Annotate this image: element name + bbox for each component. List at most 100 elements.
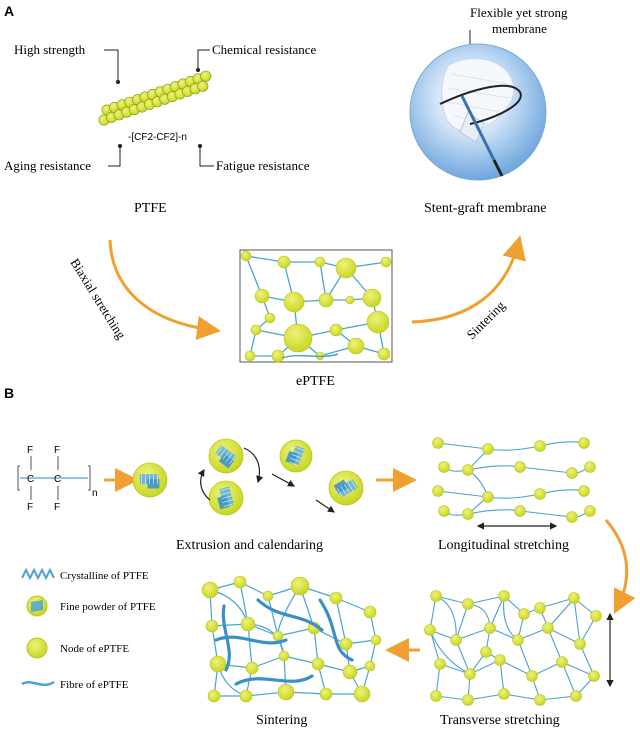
node — [566, 467, 578, 479]
monomer-f: F — [27, 445, 33, 456]
node — [542, 622, 554, 634]
node — [518, 608, 530, 620]
monomer-c: C — [54, 474, 61, 485]
node — [484, 622, 496, 634]
rotation-arrow — [197, 468, 211, 501]
sintered-network — [201, 575, 382, 703]
node — [209, 655, 227, 673]
node — [566, 511, 578, 523]
node — [512, 634, 524, 646]
crystalline-cluster — [217, 486, 235, 510]
node — [534, 602, 546, 614]
legend-crystalline-label: Crystalline of PTFE — [60, 570, 149, 582]
node — [240, 616, 256, 632]
crystalline-stripe — [219, 448, 227, 457]
node — [319, 687, 333, 701]
node — [514, 461, 526, 473]
node — [339, 637, 353, 651]
node — [347, 337, 365, 355]
node — [526, 670, 538, 682]
node — [380, 256, 392, 268]
node — [578, 485, 590, 497]
node — [264, 312, 276, 324]
node — [362, 288, 382, 308]
node — [482, 443, 494, 455]
node — [534, 488, 546, 500]
crystalline-stripe — [292, 454, 302, 459]
legend-crystalline-icon — [21, 567, 55, 581]
node — [363, 605, 377, 619]
leader-dot — [118, 144, 122, 148]
fibre — [281, 353, 339, 359]
leader-fatigue — [199, 146, 214, 167]
node — [329, 323, 343, 337]
crystalline-stripe — [347, 481, 354, 491]
panel-b-letter: B — [4, 385, 14, 401]
crystalline-block — [285, 450, 298, 465]
longitudinal-label: Longitudinal stretching — [438, 538, 569, 553]
node — [278, 650, 290, 662]
crystalline-stripe — [229, 455, 236, 465]
sintering-label-b: Sintering — [256, 713, 307, 728]
fine-powder-particles — [132, 438, 364, 516]
crystalline-stripe — [337, 488, 344, 498]
node — [245, 661, 259, 675]
label-high-strength: High strength — [14, 42, 86, 57]
node — [494, 654, 506, 666]
node — [462, 598, 474, 610]
crystalline-stripe — [293, 450, 303, 455]
node — [283, 291, 305, 313]
legend-node-label: Node of ePTFE — [60, 643, 129, 655]
crystalline-stripe — [225, 453, 233, 462]
biaxial-label: Biaxial stretching — [67, 256, 129, 342]
crystalline-cluster — [285, 445, 305, 466]
node — [290, 576, 310, 596]
node — [464, 668, 476, 680]
fibre — [467, 465, 521, 471]
node — [314, 256, 326, 268]
node — [262, 590, 274, 602]
longitudinal-network — [432, 437, 596, 523]
crystalline-stripe — [350, 479, 357, 489]
legend-node-icon — [26, 637, 48, 659]
node — [244, 350, 256, 362]
crystalline-stripe — [340, 486, 347, 496]
fibre — [519, 466, 573, 474]
fibre — [487, 445, 541, 451]
node — [568, 592, 580, 604]
monomer-c: C — [27, 474, 34, 485]
monomer-f: F — [54, 502, 60, 513]
transverse-network — [424, 590, 602, 706]
node — [514, 505, 526, 517]
node — [377, 347, 391, 361]
node — [370, 634, 382, 646]
transverse-label: Transverse stretching — [440, 713, 560, 728]
crystalline-stripe — [289, 461, 299, 466]
ptfe-formula: -[CF2-CF2]-n — [128, 132, 187, 143]
node — [254, 288, 270, 304]
label-chemical-resistance: Chemical resistance — [212, 42, 317, 57]
node — [233, 575, 247, 589]
crystalline-cluster — [139, 474, 160, 489]
node — [584, 505, 596, 517]
label-fatigue-resistance: Fatigue resistance — [216, 158, 310, 173]
sintering-label-a: Sintering — [464, 297, 509, 342]
biaxial-arrow — [108, 239, 221, 340]
leader-dot — [198, 144, 202, 148]
leader-chemical — [197, 49, 210, 70]
fibre — [335, 597, 347, 645]
ptfe-label: PTFE — [134, 201, 167, 216]
node — [498, 688, 510, 700]
fibre — [547, 597, 575, 629]
node — [462, 694, 474, 706]
chain-atom — [200, 70, 212, 82]
node — [534, 440, 546, 452]
node — [424, 624, 436, 636]
node — [283, 323, 313, 353]
crystalline-stripe — [221, 495, 232, 500]
fibre — [539, 489, 585, 495]
node — [207, 689, 221, 703]
node — [271, 349, 285, 363]
monomer-n: n — [92, 488, 98, 499]
